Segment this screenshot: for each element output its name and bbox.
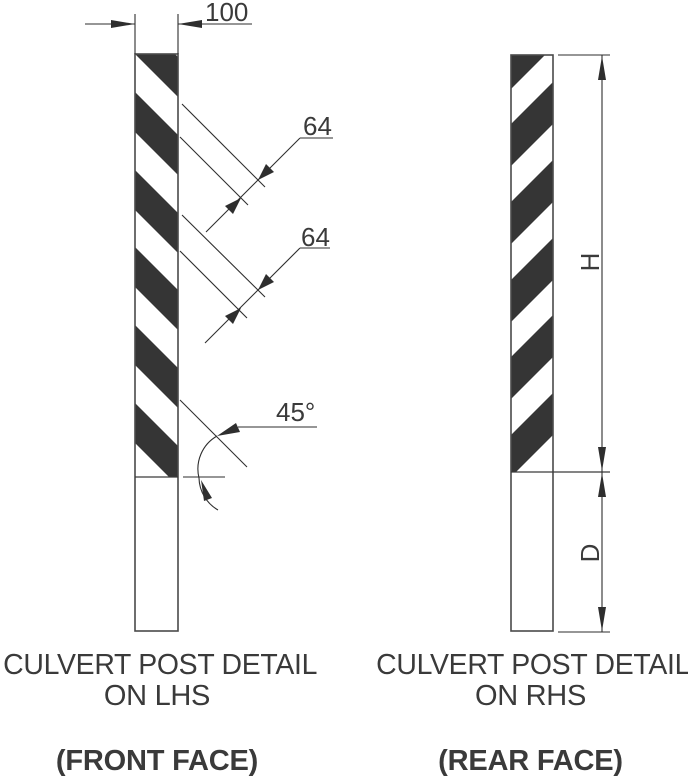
arrow-icon xyxy=(201,480,212,501)
right-post xyxy=(510,54,610,632)
arrow-down-icon xyxy=(598,447,606,471)
stripe-width-value-2: 64 xyxy=(301,222,330,252)
arrow-icon xyxy=(258,164,274,180)
arrow-icon xyxy=(225,198,241,214)
angle-value: 45° xyxy=(276,397,315,427)
arrow-up-icon xyxy=(598,473,606,497)
stripe-width-dimension-2: 64 xyxy=(179,214,330,344)
arrow-up-icon xyxy=(598,56,606,80)
height-depth-dimensions: H D xyxy=(558,54,610,633)
right-title-line2: ON RHS xyxy=(475,680,586,712)
arrow-down-icon xyxy=(598,607,606,631)
right-post-stripes xyxy=(511,55,553,472)
depth-label: D xyxy=(575,544,605,563)
left-post-stripes xyxy=(135,54,178,477)
left-caption: CULVERT POST DETAIL ON LHS xyxy=(0,649,318,712)
left-post-outline xyxy=(134,53,179,632)
left-title-line2: ON LHS xyxy=(103,680,211,712)
left-post xyxy=(134,53,179,632)
arrow-icon xyxy=(225,308,241,324)
right-face-label: (REAR FACE) xyxy=(438,745,623,777)
arrow-right-icon xyxy=(111,20,135,28)
angle-dimension: 45° xyxy=(179,397,317,511)
stripe-width-dimension-1: 64 xyxy=(179,103,333,233)
right-post-outline xyxy=(510,54,554,632)
arrow-icon xyxy=(217,423,240,436)
left-face-label: (FRONT FACE) xyxy=(55,745,259,777)
right-caption: CULVERT POST DETAIL ON RHS xyxy=(373,650,688,712)
stripe-width-value-1: 64 xyxy=(303,111,332,141)
right-title-line1: CULVERT POST DETAIL xyxy=(376,649,688,681)
arrow-icon xyxy=(258,274,274,290)
width-value: 100 xyxy=(205,0,248,27)
arrow-left-icon xyxy=(178,20,202,28)
width-dimension: 100 xyxy=(85,0,252,54)
left-title-line1: CULVERT POST DETAIL xyxy=(3,649,318,681)
height-label: H xyxy=(575,253,605,272)
